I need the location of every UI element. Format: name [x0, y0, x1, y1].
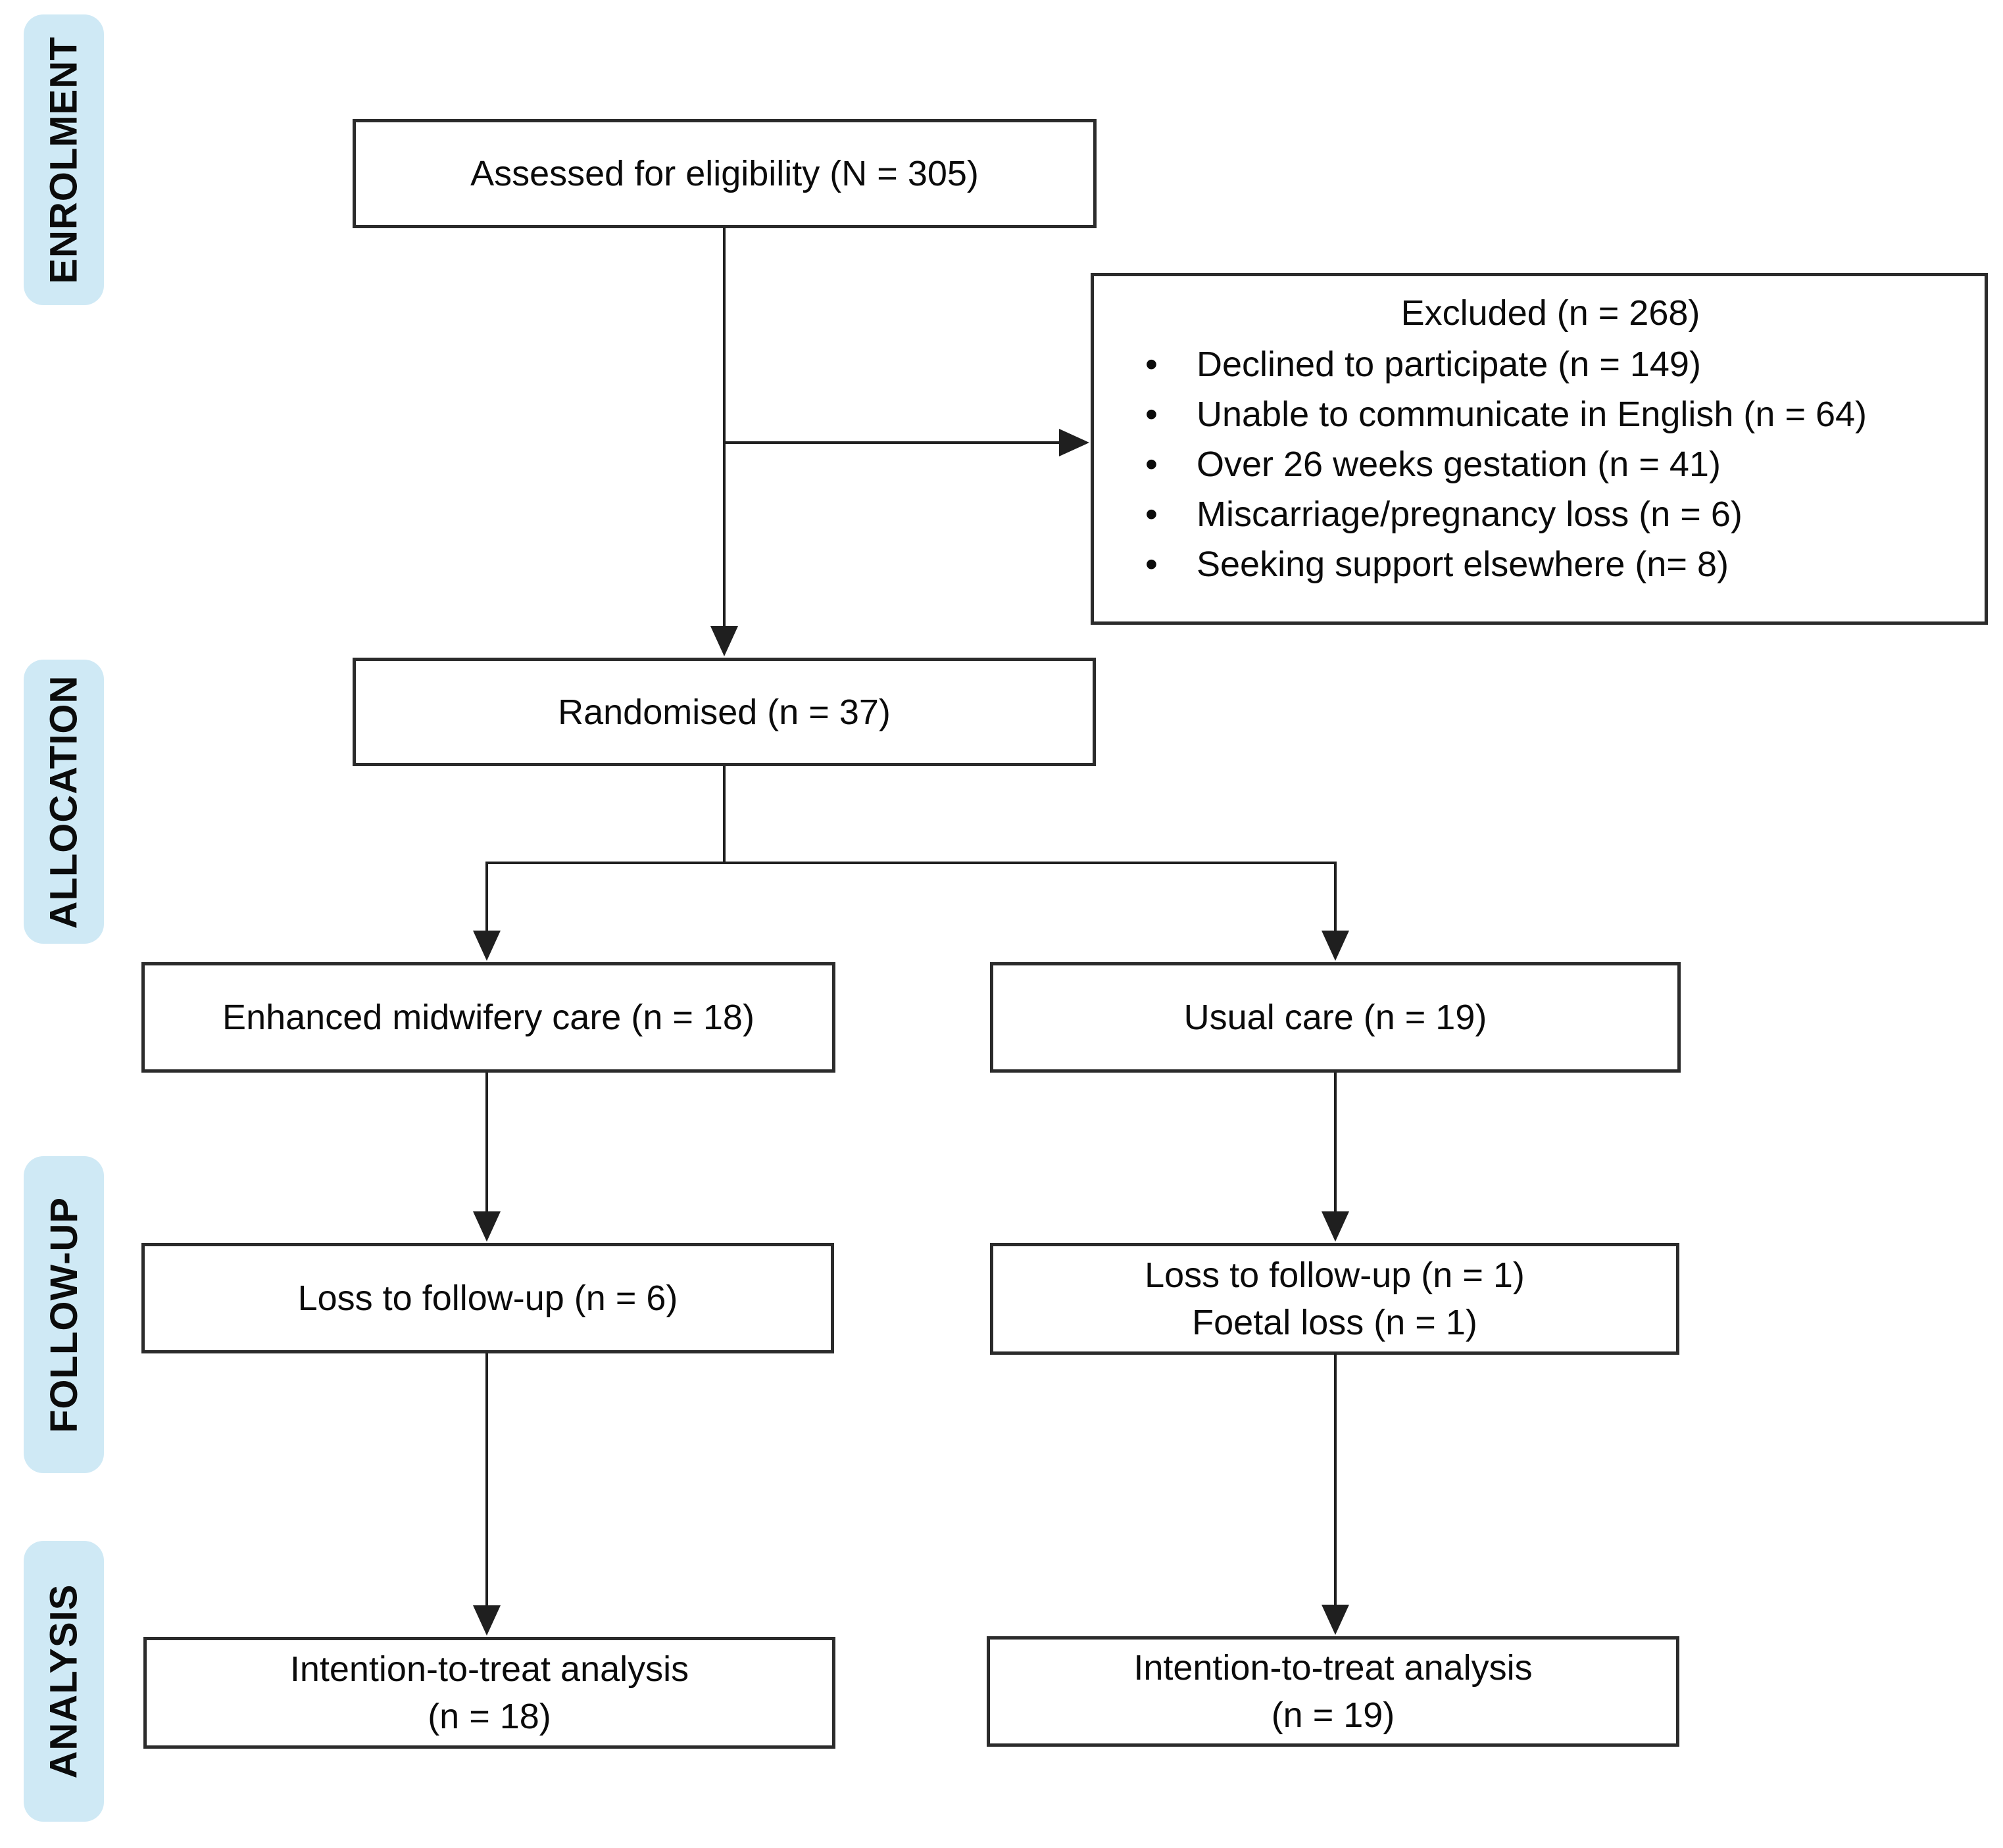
connector-branch-to-enhanced-care	[485, 862, 488, 932]
arrowhead-into-randomised	[710, 626, 738, 656]
connector-assessed-to-randomised	[723, 228, 726, 627]
arrowhead-into-enhanced-care	[473, 931, 501, 961]
connector-randomised-to-branch	[723, 766, 726, 863]
stage-label-analysis: ANALYSIS	[24, 1541, 104, 1822]
arrowhead-into-usual-care	[1322, 931, 1349, 961]
excluded-item-text: Over 26 weeks gestation (n = 41)	[1197, 445, 1721, 484]
stage-label-allocation-text: ALLOCATION	[42, 675, 86, 929]
excluded-item: • Seeking support elsewhere (n= 8)	[1136, 539, 1965, 589]
box-assessed-for-eligibility: Assessed for eligibility (N = 305)	[353, 119, 1097, 228]
connector-follow-up-to-analysis-left	[485, 1353, 488, 1607]
box-randomised: Randomised (n = 37)	[353, 658, 1096, 766]
excluded-item: • Over 26 weeks gestation (n = 41)	[1136, 439, 1965, 489]
excluded-title: Excluded (n = 268)	[1400, 293, 1700, 333]
stage-label-analysis-text: ANALYSIS	[42, 1584, 86, 1779]
box-loss-to-follow-up-right-line1: Loss to follow-up (n = 1)	[1145, 1255, 1525, 1295]
box-intention-to-treat-left: Intention-to-treat analysis (n = 18)	[143, 1637, 835, 1749]
box-excluded: Excluded (n = 268) • Declined to partici…	[1091, 273, 1988, 625]
box-intention-to-treat-right-line2: (n = 19)	[1271, 1695, 1395, 1735]
connector-enhanced-care-to-follow-up	[485, 1073, 488, 1213]
box-loss-to-follow-up-left: Loss to follow-up (n = 6)	[141, 1243, 834, 1353]
arrowhead-into-follow-up-right	[1322, 1211, 1349, 1242]
arrowhead-into-follow-up-left	[473, 1211, 501, 1242]
box-loss-to-follow-up-right-line2: Foetal loss (n = 1)	[1192, 1303, 1477, 1342]
box-enhanced-midwifery-care: Enhanced midwifery care (n = 18)	[141, 962, 835, 1073]
arrowhead-into-analysis-right	[1322, 1605, 1349, 1635]
stage-label-follow-up: FOLLOW-UP	[24, 1156, 104, 1473]
bullet-icon: •	[1145, 395, 1158, 434]
bullet-icon: •	[1145, 445, 1158, 484]
box-assessed-text: Assessed for eligibility (N = 305)	[470, 154, 979, 193]
box-intention-to-treat-left-line1: Intention-to-treat analysis	[289, 1649, 689, 1689]
excluded-item-text: Seeking support elsewhere (n= 8)	[1197, 545, 1729, 584]
box-loss-to-follow-up-left-text: Loss to follow-up (n = 6)	[297, 1278, 678, 1318]
excluded-item: • Miscarriage/pregnancy loss (n = 6)	[1136, 489, 1965, 539]
excluded-item-text: Miscarriage/pregnancy loss (n = 6)	[1197, 495, 1743, 534]
stage-label-allocation: ALLOCATION	[24, 660, 104, 944]
box-randomised-text: Randomised (n = 37)	[558, 692, 891, 732]
box-intention-to-treat-left-line2: (n = 18)	[428, 1697, 551, 1736]
box-usual-care-text: Usual care (n = 19)	[1183, 998, 1487, 1037]
connector-follow-up-to-analysis-right	[1334, 1353, 1337, 1606]
arrowhead-into-excluded	[1059, 429, 1089, 456]
box-intention-to-treat-right: Intention-to-treat analysis (n = 19)	[987, 1636, 1679, 1747]
bullet-icon: •	[1145, 345, 1158, 384]
stage-label-enrolment-text: ENROLMENT	[42, 36, 86, 284]
excluded-item: • Declined to participate (n = 149)	[1136, 339, 1965, 389]
excluded-item-text: Declined to participate (n = 149)	[1197, 345, 1701, 384]
excluded-item-text: Unable to communicate in English (n = 64…	[1197, 395, 1867, 434]
bullet-icon: •	[1145, 545, 1158, 584]
bullet-icon: •	[1145, 495, 1158, 534]
connector-usual-care-to-follow-up	[1334, 1073, 1337, 1213]
box-usual-care: Usual care (n = 19)	[990, 962, 1681, 1073]
connector-branch-to-usual-care	[1334, 862, 1337, 932]
excluded-item: • Unable to communicate in English (n = …	[1136, 389, 1965, 439]
box-enhanced-midwifery-care-text: Enhanced midwifery care (n = 18)	[222, 998, 754, 1037]
connector-branch-bar	[485, 862, 1336, 864]
stage-label-follow-up-text: FOLLOW-UP	[42, 1196, 86, 1433]
box-loss-to-follow-up-right: Loss to follow-up (n = 1) Foetal loss (n…	[990, 1243, 1679, 1355]
arrowhead-into-analysis-left	[473, 1605, 501, 1636]
box-intention-to-treat-right-line1: Intention-to-treat analysis	[1133, 1648, 1533, 1688]
connector-to-excluded	[723, 441, 1060, 444]
stage-label-enrolment: ENROLMENT	[24, 14, 104, 305]
